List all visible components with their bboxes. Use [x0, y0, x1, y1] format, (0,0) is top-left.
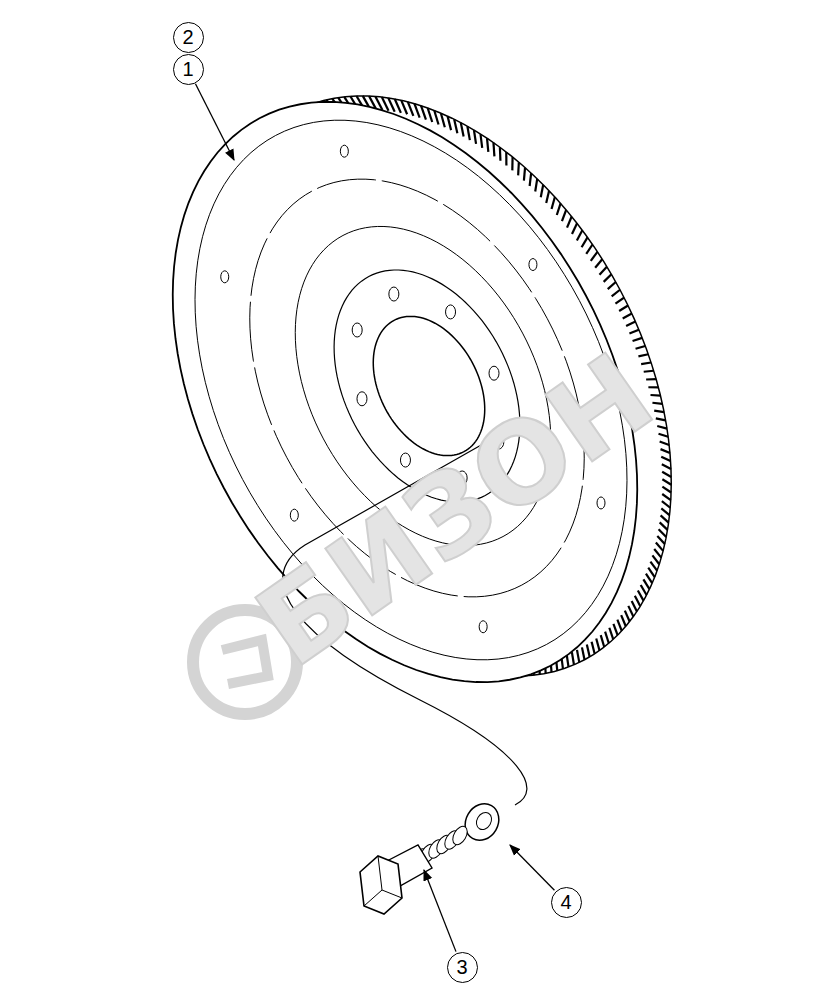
callout-text: 2: [182, 27, 193, 47]
leader-line: [510, 845, 554, 890]
washer: [459, 798, 506, 847]
callout-number: 3: [447, 952, 478, 983]
callout-text: 1: [182, 59, 193, 79]
callout-number: 1: [173, 54, 204, 85]
callout-number: 4: [551, 887, 582, 918]
callout-number: 2: [173, 22, 204, 53]
leader-line: [424, 870, 456, 952]
callout-text: 4: [560, 892, 571, 912]
bolt: [360, 824, 470, 914]
callout-text: 3: [456, 957, 467, 977]
leader-line: [195, 84, 234, 160]
